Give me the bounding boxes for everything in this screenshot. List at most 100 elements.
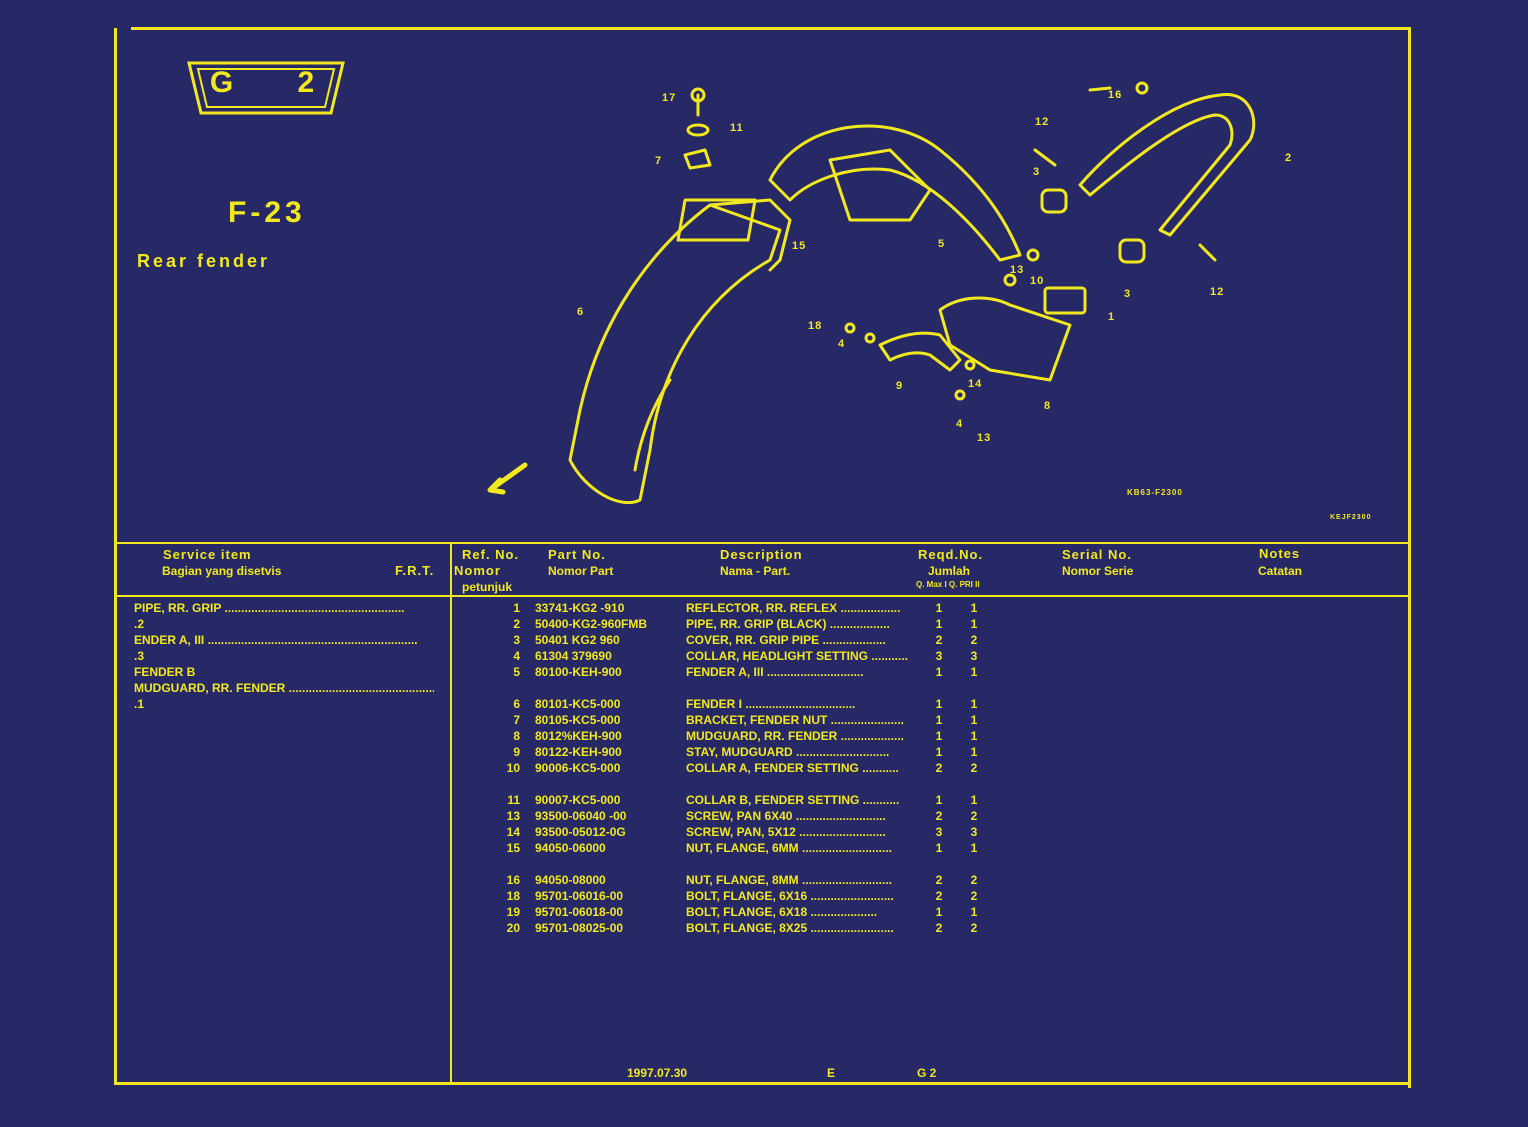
header-ref-no-sub2: petunjuk	[462, 580, 512, 594]
qty-1-cell: 3	[935, 649, 943, 663]
table-top-rule	[116, 542, 1410, 544]
callout-12: 12	[1035, 116, 1050, 128]
part-no-cell: 93500-06040 -00	[535, 809, 627, 823]
header-reqd-no-sub: Jumlah	[928, 564, 971, 578]
qty-2-cell: 1	[970, 841, 978, 855]
description-cell: NUT, FLANGE, 8MM .......................…	[686, 873, 893, 887]
callout-9: 9	[896, 380, 904, 392]
callout-18: 18	[808, 320, 823, 332]
callout-17: 17	[662, 92, 677, 104]
part-no-cell: 95701-06018-00	[535, 905, 624, 919]
callout-3b: 3	[1124, 288, 1132, 300]
description-cell: SCREW, PAN, 5X12 .......................…	[686, 825, 886, 839]
sheet-id: KEJF2300	[1330, 514, 1372, 521]
part-no-cell: 61304 379690	[535, 649, 612, 663]
ref-no-cell: 13	[506, 809, 520, 823]
table-row: 8 8012%KEH-900 MUDGUARD, RR. FENDER ......…	[460, 728, 1020, 744]
page-code: F-23	[228, 196, 306, 229]
callout-8: 8	[1044, 400, 1052, 412]
callout-14: 14	[968, 378, 983, 390]
footer-date: 1997.07.30	[627, 1066, 688, 1080]
description-cell: COLLAR B, FENDER SETTING ...........	[686, 793, 900, 807]
service-items-list: PIPE, RR. GRIP .........................…	[134, 600, 434, 712]
description-cell: FENDER A, III ..........................…	[686, 665, 864, 679]
qty-2-cell: 1	[970, 745, 978, 759]
description-cell: COLLAR, HEADLIGHT SETTING ...........	[686, 649, 908, 663]
frame-right-border	[1408, 30, 1411, 1088]
part-no-cell: 8012%KEH-900	[535, 729, 622, 743]
callout-16: 16	[1108, 89, 1123, 101]
qty-2-cell: 3	[970, 649, 978, 663]
qty-2-cell: 2	[970, 761, 978, 775]
list-item: ENDER A, III ...........................…	[134, 633, 418, 647]
page-subtitle: Rear fender	[137, 251, 271, 271]
header-reqd-no: Reqd.No.	[918, 547, 984, 562]
callout-4b: 4	[956, 418, 964, 430]
qty-1-cell: 1	[935, 697, 943, 711]
header-description-sub: Nama - Part.	[720, 564, 791, 578]
section-badge-frame	[187, 61, 345, 115]
qty-1-cell: 1	[935, 601, 943, 615]
callout-1: 1	[1108, 311, 1116, 323]
qty-1-cell: 2	[935, 633, 943, 647]
ref-no-cell: 4	[513, 649, 520, 663]
description-cell: COVER, RR. GRIP PIPE ...................	[686, 633, 886, 647]
header-ref-no: Ref. No.	[462, 547, 520, 562]
ref-no-cell: 15	[506, 841, 520, 855]
table-header-rule	[116, 595, 1408, 597]
qty-1-cell: 1	[935, 729, 943, 743]
ref-no-cell: 1	[513, 601, 520, 615]
qty-1-cell: 1	[935, 617, 943, 631]
header-part-no: Part No.	[548, 547, 606, 562]
description-cell: REFLECTOR, RR. REFLEX ..................	[686, 601, 901, 615]
frame-top-border	[131, 27, 1411, 30]
header-ref-no-sub: Nomor	[454, 563, 501, 578]
part-no-cell: 95701-06016-00	[535, 889, 624, 903]
qty-1-cell: 2	[935, 809, 943, 823]
description-cell: BOLT, FLANGE, 8X25 .....................…	[686, 921, 894, 935]
qty-1-cell: 2	[935, 889, 943, 903]
description-cell: BRACKET, FENDER NUT ....................…	[686, 713, 905, 727]
part-no-cell: 50401 KG2 960	[535, 633, 620, 647]
callout-3: 3	[1033, 166, 1041, 178]
qty-2-cell: 2	[970, 633, 978, 647]
callout-15: 15	[792, 240, 807, 252]
list-item: MUDGUARD, RR. FENDER ...................…	[134, 681, 434, 695]
header-notes-sub: Catatan	[1258, 564, 1303, 578]
part-no-cell: 80101-KC5-000	[535, 697, 621, 711]
ref-no-cell: 10	[506, 761, 520, 775]
section-badge: G 2	[209, 66, 343, 99]
exploded-parts-diagram	[487, 81, 1256, 505]
list-item: FENDER B	[134, 665, 196, 679]
qty-2-cell: 2	[970, 809, 978, 823]
header-description: Description	[720, 547, 803, 562]
qty-2-cell: 2	[970, 921, 978, 935]
ref-no-cell: 8	[513, 729, 520, 743]
callout-7: 7	[655, 155, 663, 167]
part-no-cell: 94050-08000	[535, 873, 606, 887]
ref-no-cell: 5	[513, 665, 520, 679]
qty-2-cell: 1	[970, 665, 978, 679]
part-no-cell: 90006-KC5-000	[535, 761, 621, 775]
ref-no-cell: 14	[506, 825, 520, 839]
header-reqd-no-sub2: Q. Max I Q. PRI II	[916, 580, 980, 589]
list-item: .3	[134, 649, 145, 663]
frame-left-border	[114, 28, 117, 1085]
qty-1-cell: 2	[935, 873, 943, 887]
description-cell: MUDGUARD, RR. FENDER ...................	[686, 729, 905, 743]
qty-1-cell: 1	[935, 793, 943, 807]
header-part-no-sub: Nomor Part	[548, 564, 614, 578]
list-item: .2	[134, 617, 145, 631]
header-service-item-sub: Bagian yang disetvis	[162, 564, 282, 578]
callout-12b: 12	[1210, 286, 1225, 298]
part-no-cell: 90007-KC5-000	[535, 793, 621, 807]
